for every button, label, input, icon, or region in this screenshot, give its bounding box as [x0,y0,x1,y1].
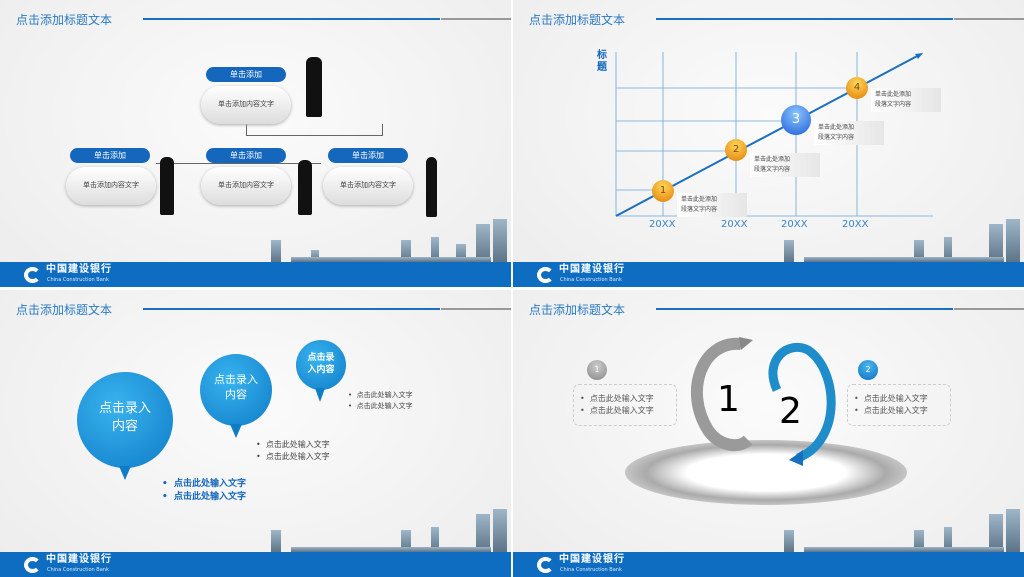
businessman-silhouette [306,57,322,117]
cycle-arrows-icon [691,337,836,466]
step-label: 单击此处添加段落文字内容 [677,193,747,217]
big-number-1: 1 [717,379,740,420]
connector-line [156,163,321,164]
title-divider [143,308,440,310]
connector-line [246,124,383,136]
bullet-list: • 点击此处输入文字• 点击此处输入文字 [162,479,247,502]
title-divider-gray [441,18,511,20]
slide-1-thumbnail[interactable]: 点击添加标题文本 单击添加 单击添加内容文字 单击添加 单击添加内容文字 单击添… [0,0,511,287]
ccb-logo-icon [537,267,554,283]
title-divider [656,308,953,310]
node-content: 单击添加内容文字 [201,167,291,205]
x-tick: 20XX [842,219,869,230]
city-skyline [271,507,511,552]
ccb-logo-icon [24,267,41,283]
title-divider [143,18,440,20]
node-header: 单击添加 [70,148,150,163]
bank-name: 中国建设银行 [46,554,112,565]
x-tick: 20XX [781,219,808,230]
big-number-2: 2 [779,391,802,432]
bank-name: 中国建设银行 [559,554,625,565]
step-marker-1: 1 [652,180,674,202]
bank-name-en: China Construction Bank [47,277,109,283]
title-divider-gray [954,308,1024,310]
man-silhouette [426,157,437,217]
node-header: 单击添加 [328,148,408,163]
node-content: 单击添加内容文字 [323,167,413,205]
bubble-small: 点击录入内容 [296,340,346,390]
node-content: 单击添加内容文字 [201,86,291,124]
bubble-medium: 点击录入内容 [200,354,272,426]
y-axis-label: 标题 [597,50,607,73]
bank-name: 中国建设银行 [46,264,112,275]
step-label: 单击此处添加段落文字内容 [814,121,884,145]
step-marker-4: 4 [846,77,868,99]
bank-name: 中国建设银行 [559,264,625,275]
bubble-tail [230,424,242,438]
slide-title: 点击添加标题文本 [16,13,113,27]
footer-bar: 中国建设银行 China Construction Bank [0,262,511,287]
slide-title: 点击添加标题文本 [16,303,113,317]
footer-bar: 中国建设银行 China Construction Bank [513,262,1024,287]
city-skyline [271,217,511,262]
woman-silhouette [298,160,312,215]
text-box-left: • 点击此处输入文字• 点击此处输入文字 [573,384,677,426]
x-tick: 20XX [721,219,748,230]
bank-name-en: China Construction Bank [560,277,622,283]
step-marker-3: 3 [781,105,811,135]
step-marker-2: 2 [725,139,747,161]
badge-2: 2 [858,360,878,380]
bubble-tail [315,388,325,402]
bank-name-en: China Construction Bank [560,567,622,573]
title-divider-gray [441,308,511,310]
footer-bar: 中国建设银行 China Construction Bank [513,552,1024,577]
title-divider-gray [954,18,1024,20]
slide-4-thumbnail[interactable]: 点击添加标题文本 1 2 1 • 点击此处输入文字• 点击此处输入文字 2 • … [513,290,1024,577]
step-label: 单击此处添加段落文字内容 [750,153,820,177]
city-skyline [784,507,1024,552]
bullet-list: • 点击此处输入文字• 点击此处输入文字 [256,440,330,461]
node-content: 单击添加内容文字 [66,167,156,205]
bubble-tail [119,466,131,480]
title-divider [656,18,953,20]
text-box-right: • 点击此处输入文字• 点击此处输入文字 [847,384,951,426]
x-tick: 20XX [649,219,676,230]
ccb-logo-icon [537,557,554,573]
slide-title: 点击添加标题文本 [529,303,626,317]
footer-bar: 中国建设银行 China Construction Bank [0,552,511,577]
slide-2-thumbnail[interactable]: 点击添加标题文本 标题 20XX 20XX 20XX 20XX 单击此处添加段落… [513,0,1024,287]
bank-name-en: China Construction Bank [47,567,109,573]
platform-disc [625,440,907,505]
slide-title: 点击添加标题文本 [529,13,626,27]
node-header: 单击添加 [206,148,286,163]
node-header: 单击添加 [206,67,286,82]
city-skyline [784,217,1024,262]
ccb-logo-icon [24,557,41,573]
badge-1: 1 [587,360,607,380]
slide-3-thumbnail[interactable]: 点击添加标题文本 点击录入内容 点击录入内容 点击录入内容 • 点击此处输入文字… [0,290,511,577]
bubble-large: 点击录入内容 [77,372,173,468]
step-label: 单击此处添加段落文字内容 [871,88,941,112]
woman-silhouette [160,157,174,215]
bullet-list: • 点击此处输入文字• 点击此处输入文字 [348,391,413,410]
